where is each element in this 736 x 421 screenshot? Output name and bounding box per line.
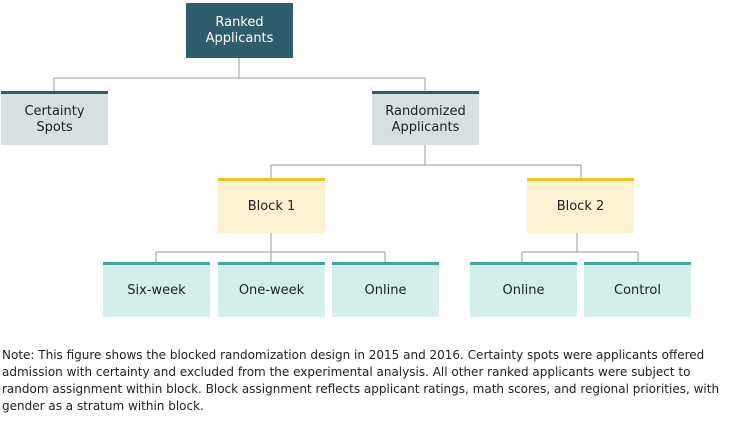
connector-lines — [53, 58, 639, 262]
connector-root — [53, 58, 426, 91]
node-control: Control — [584, 262, 691, 317]
node-online-block-1-label: Online — [364, 283, 407, 298]
node-randomized-applicants: Randomized Applicants — [372, 91, 479, 145]
node-online-block-2: Online — [470, 262, 577, 317]
node-ranked-applicants: Ranked Applicants — [186, 3, 293, 58]
node-randomized-applicants-line2: Applicants — [391, 119, 460, 135]
node-online-block-1: Online — [332, 262, 439, 317]
node-six-week: Six-week — [103, 262, 210, 317]
node-certainty-spots-line1: Certainty — [24, 103, 85, 119]
node-one-week: One-week — [218, 262, 325, 317]
node-block-1: Block 1 — [218, 178, 325, 233]
node-certainty-spots-line2: Spots — [36, 119, 73, 135]
node-control-label: Control — [614, 283, 661, 298]
node-block-2-label: Block 2 — [556, 199, 605, 214]
node-certainty-spots: Certainty Spots — [1, 91, 108, 145]
node-one-week-label: One-week — [238, 283, 305, 298]
node-online-block-2-label: Online — [502, 283, 545, 298]
figure-note: Note: This figure shows the blocked rand… — [2, 348, 720, 413]
node-six-week-label: Six-week — [127, 283, 186, 298]
node-randomized-applicants-line1: Randomized — [385, 103, 466, 119]
node-ranked-applicants-line2: Applicants — [205, 30, 274, 46]
connector-block1 — [155, 233, 386, 262]
node-block-2: Block 2 — [527, 178, 634, 233]
node-block-1-label: Block 1 — [247, 199, 296, 214]
connector-randomized — [270, 145, 582, 178]
connector-block2 — [521, 233, 639, 262]
node-ranked-applicants-line1: Ranked — [215, 14, 264, 30]
